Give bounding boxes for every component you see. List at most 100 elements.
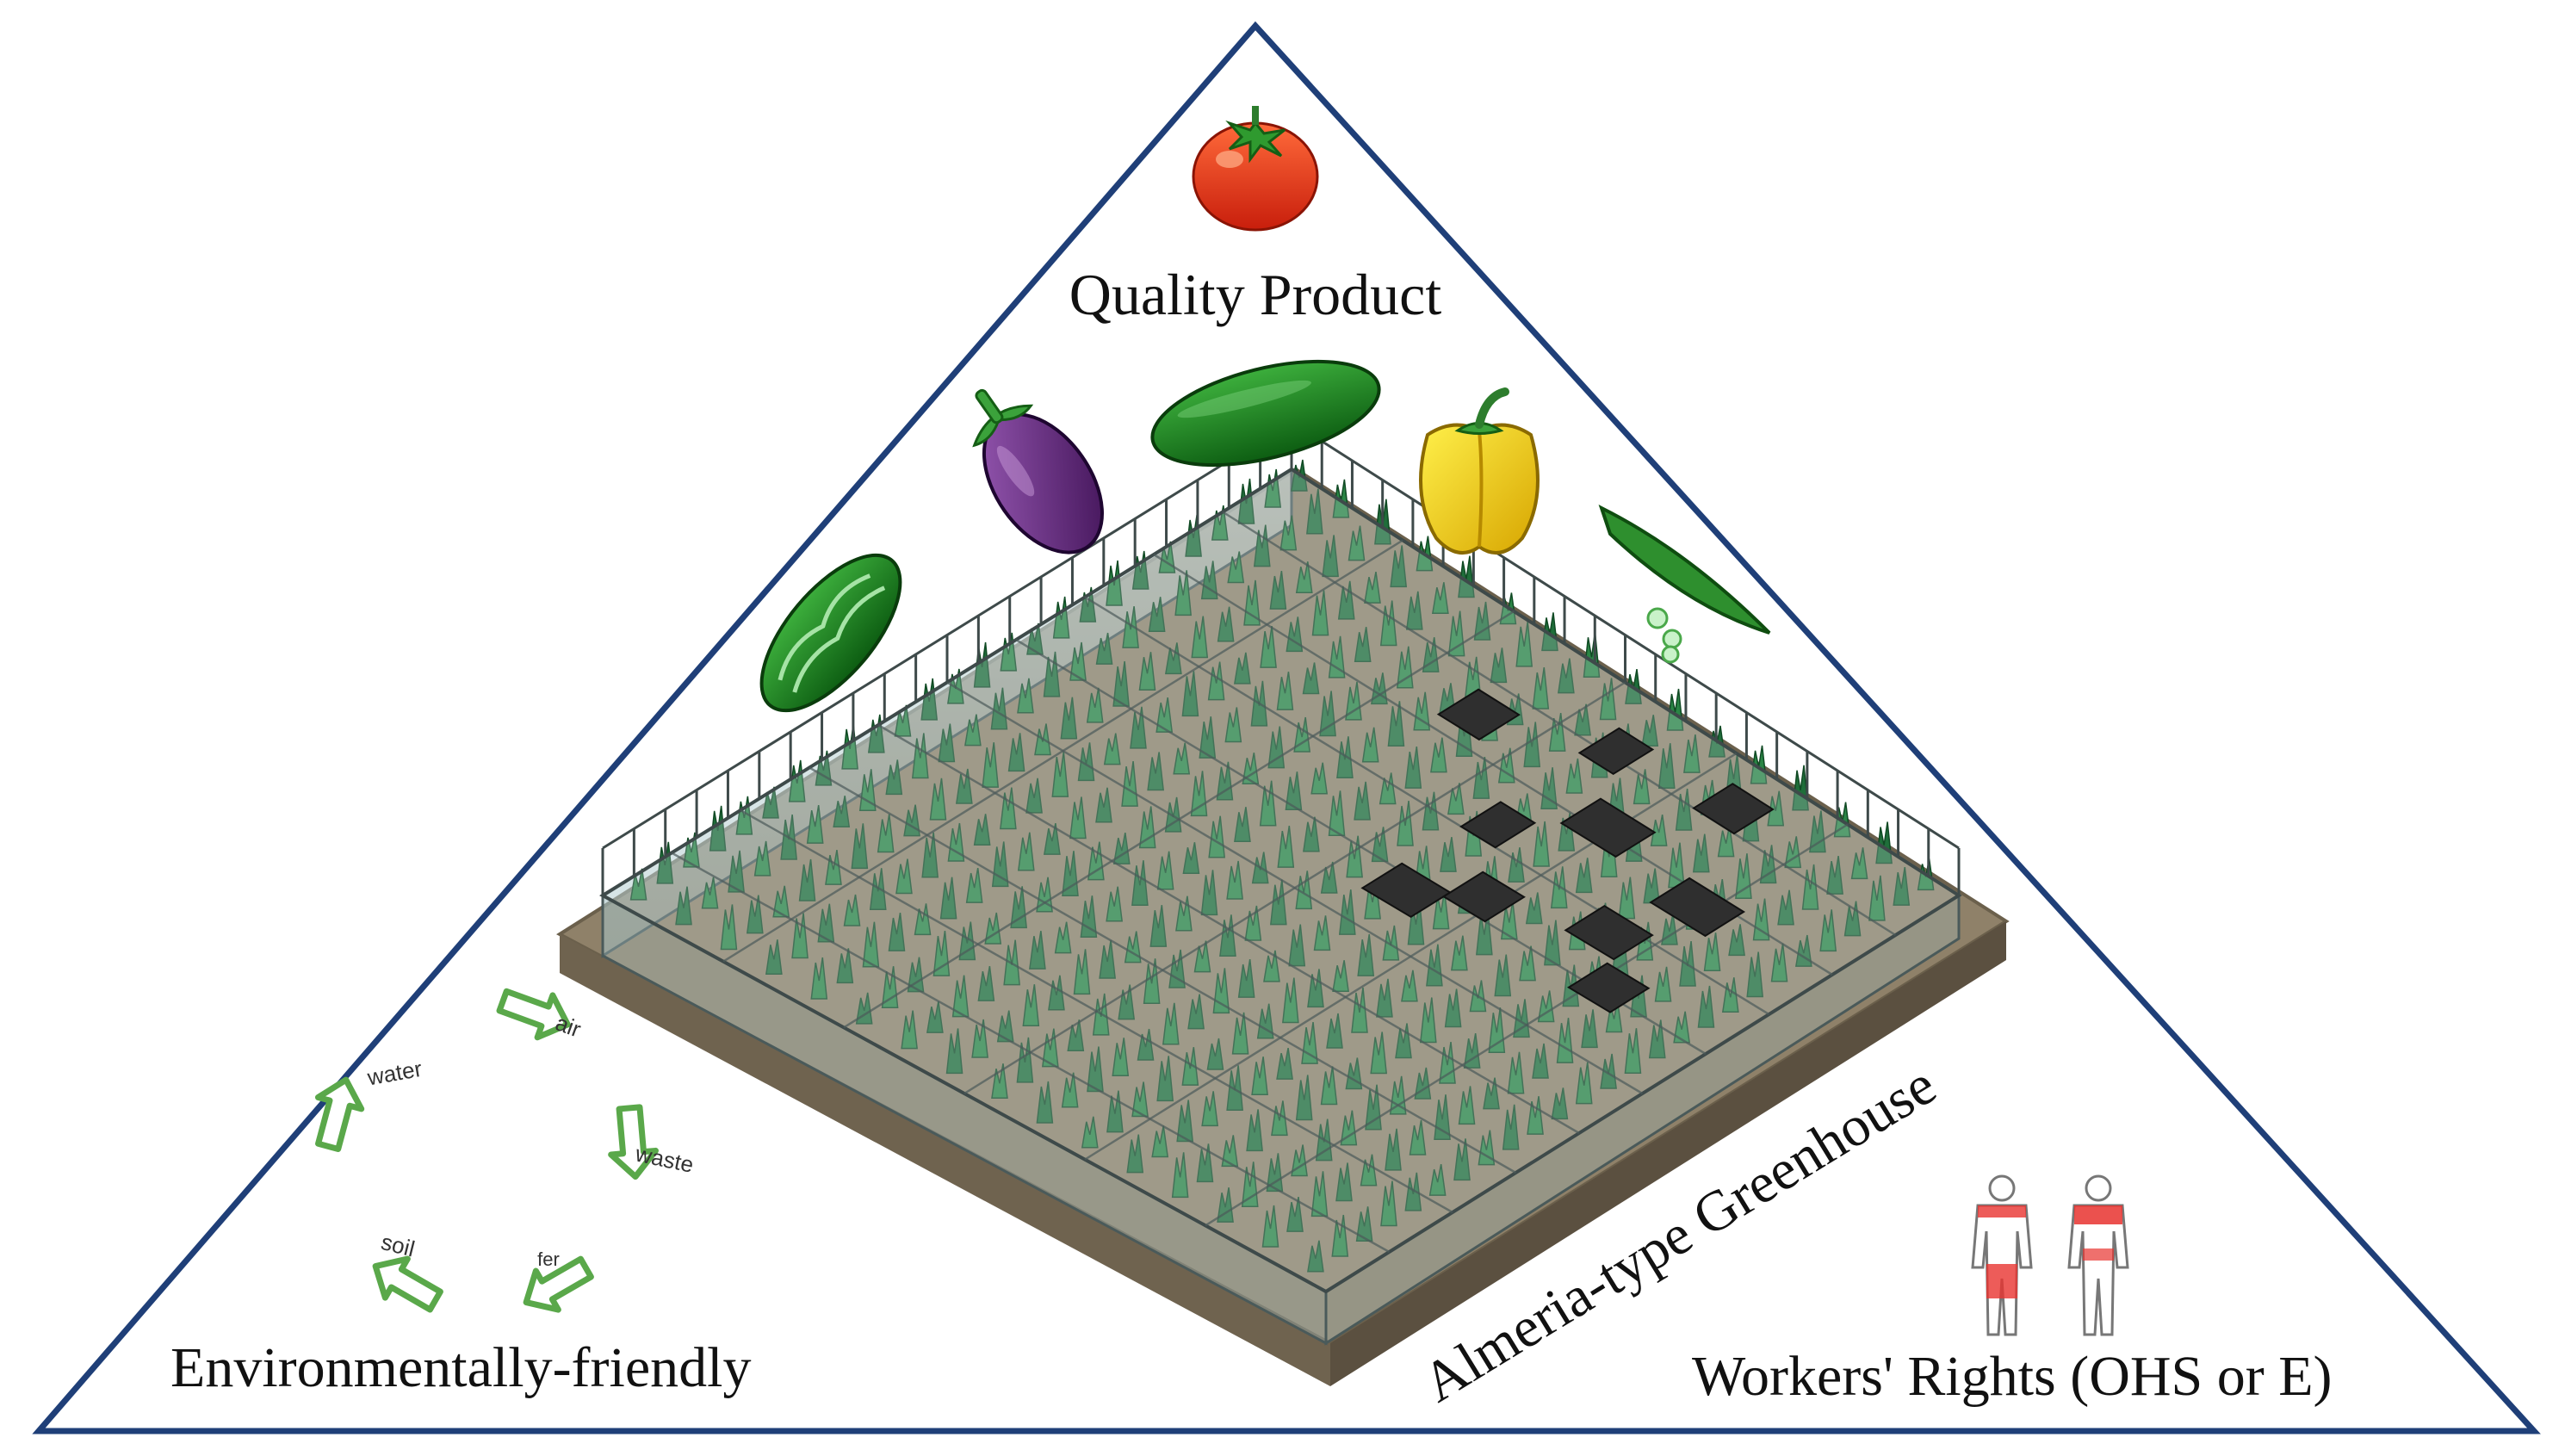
plant [1162,1002,1180,1045]
plant [1703,932,1721,971]
plant [1426,944,1443,987]
plant [1654,966,1672,1002]
plant [929,778,947,821]
plant [1181,671,1199,717]
plant [1106,560,1123,606]
plant [1034,723,1051,756]
plant [720,904,738,951]
plant [1022,984,1040,1026]
plant [1575,1062,1593,1105]
plant [1413,691,1431,731]
plant [1286,1197,1304,1232]
plant [1326,1013,1343,1049]
plant [926,1001,944,1033]
plant [1777,889,1794,926]
plant [1081,1116,1099,1149]
plant [1348,525,1366,561]
plant [895,858,913,895]
plant [1121,761,1138,807]
plant [1361,727,1379,763]
label-environmentally-friendly: Environmentally-friendly [170,1336,751,1399]
plant [1376,978,1393,1018]
plant [1295,1075,1313,1121]
plant [958,921,976,961]
plant [1103,733,1121,765]
plant [1311,590,1329,636]
plant [1767,790,1785,827]
plant [1122,606,1139,648]
plant [1405,591,1423,630]
plant [1618,877,1636,920]
plant [1320,1066,1338,1106]
plant [1692,833,1710,873]
plant [1130,706,1147,749]
plant [1263,950,1280,982]
plastic-sheets [1360,688,1775,1013]
plant [1187,994,1205,1030]
plant [1351,987,1368,1033]
plant [1624,1028,1642,1074]
plant [1060,697,1078,740]
plant [1507,1051,1525,1094]
plant [1661,913,1678,945]
plant [1171,1152,1189,1199]
plant [1092,993,1110,1036]
plant [1051,751,1069,797]
plant [1279,515,1298,551]
eggplant-icon [972,388,1104,555]
plant [1513,999,1530,1038]
plant [1025,778,1043,814]
plant [1181,1047,1199,1086]
plant [1073,949,1091,995]
label-quality-product: Quality Product [1069,262,1442,327]
plant [1137,1028,1155,1061]
plant [1148,597,1166,632]
plant [1156,851,1174,890]
plant [1525,892,1543,925]
plant [656,841,674,884]
plant [1156,1056,1174,1102]
plant [1260,626,1277,668]
ergonomic-body-icons [1971,1174,2129,1336]
body-figure-1 [1971,1174,2033,1336]
plant [851,823,869,870]
plant [1151,1125,1169,1158]
plant [1784,836,1802,869]
plant [1389,1075,1407,1115]
plant [1404,746,1422,789]
plant [1310,762,1329,795]
plant [1451,935,1468,971]
plant [1095,787,1112,823]
plant [1250,680,1268,727]
plant [1374,499,1391,545]
plant [810,957,828,1000]
plant [1036,1081,1054,1124]
plant [1532,666,1550,709]
plant [1657,743,1676,789]
plant [1332,479,1350,518]
plant [1370,1032,1388,1075]
plant [1126,1134,1144,1174]
plant [901,1010,918,1050]
plant [1269,570,1287,610]
plant [1099,939,1116,979]
plant [1233,652,1251,685]
plant [1282,977,1299,1024]
plant [1226,1065,1243,1112]
cycle-arrow-icon [314,1076,365,1153]
plant [1708,725,1725,758]
tomato-icon [1192,106,1319,232]
plant [1770,943,1788,982]
plant [1648,1019,1666,1059]
plant [1200,870,1218,916]
plant [1404,1172,1422,1211]
plant [1307,1240,1324,1273]
pea-pod-icon [1598,505,1771,664]
plant [1472,756,1490,799]
plant [885,759,903,796]
plant [1106,886,1124,922]
plant [1200,561,1218,600]
plant [939,877,957,920]
plant [1868,875,1886,921]
soil-base-left-side [560,934,1330,1386]
